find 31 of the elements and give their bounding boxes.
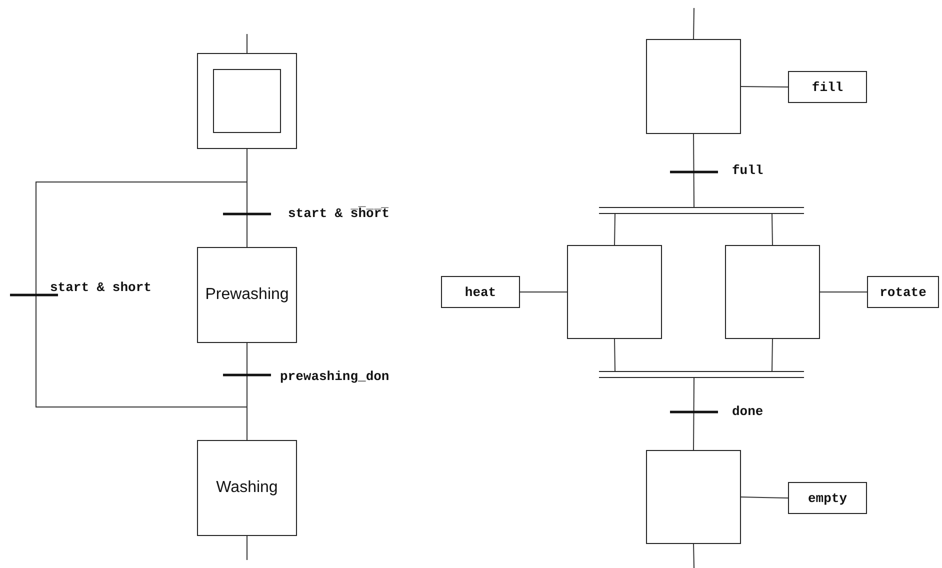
connector-line [693,378,694,450]
initial-step-box [197,53,297,149]
connector-line [614,214,616,246]
parallel-bar [599,207,804,214]
transition-condition: full [732,163,764,179]
transition-condition: start & short [50,280,152,296]
step-box [725,245,820,339]
step-box: Washing [197,440,297,536]
transition-condition: done [732,404,764,420]
connector-line [693,544,694,568]
connector-line [772,214,773,246]
action-box: heat [441,276,520,308]
step-box [567,245,662,339]
connector-line [740,496,788,498]
connector-line [772,338,773,372]
connector-line [740,86,788,88]
connector-line [693,8,694,40]
connector-line [246,536,248,560]
connector-line [246,342,248,440]
connector-line [246,34,248,54]
step-box: Prewashing [197,247,297,343]
action-box: fill [788,71,867,103]
step-box [646,450,741,544]
connector-line [693,134,694,208]
parallel-bar [599,371,804,378]
action-box: empty [788,482,867,514]
action-box: rotate [867,276,939,308]
transition-condition: prewashing_don [280,369,390,385]
transition-condition: start & s̅h̅o̅r̅t̅ [288,206,390,222]
step-box [646,39,741,134]
connector-line [614,338,616,372]
